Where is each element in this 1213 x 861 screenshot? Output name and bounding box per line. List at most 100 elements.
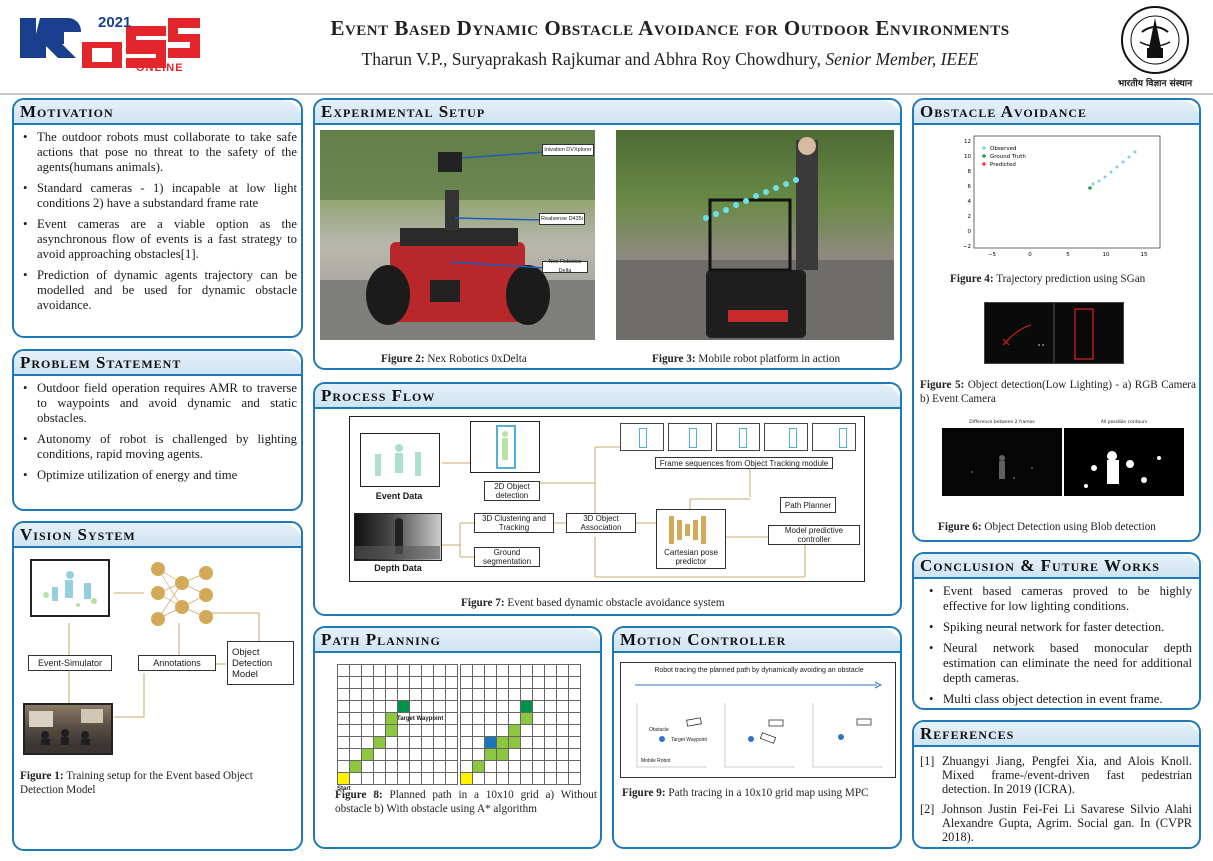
- grid-cell: [509, 713, 521, 725]
- grid-cell: [350, 689, 362, 701]
- mpc-obstacle-3: [838, 734, 844, 740]
- grid-cell: [374, 737, 386, 749]
- grid-cell: [350, 701, 362, 713]
- grid-cell: [350, 773, 362, 785]
- figure-4-caption: Figure 4: Trajectory prediction using SG…: [950, 272, 1199, 286]
- grid-cell: [410, 701, 422, 713]
- grid-cell: [434, 677, 446, 689]
- grid-cell: [362, 737, 374, 749]
- grid-cell: [446, 737, 458, 749]
- grid-cell: [422, 713, 434, 725]
- grid-cell: [545, 665, 557, 677]
- grid-cell: [497, 749, 509, 761]
- grid-cell: [374, 701, 386, 713]
- low-light-detection-graphic: [1002, 303, 1094, 363]
- grid-cell: [521, 773, 533, 785]
- grid-cell: [569, 761, 581, 773]
- grid-cell: [362, 725, 374, 737]
- conclusion-panel: Conclusion & Future Works Event based ca…: [912, 552, 1201, 710]
- process-panel: Process Flow Event Data: [313, 382, 902, 616]
- grid-cell: [545, 689, 557, 701]
- grid-cell: [446, 725, 458, 737]
- grid-cell: [461, 665, 473, 677]
- reference-item: [1]Zhuangyi Jiang, Pengfei Xia, and Aloi…: [920, 754, 1192, 796]
- problem-heading: Problem Statement: [14, 351, 301, 376]
- grid-cell: [434, 725, 446, 737]
- grid-cell: [521, 737, 533, 749]
- grid-cell: [497, 725, 509, 737]
- svg-text:15: 15: [1141, 252, 1148, 258]
- grid-cell: [569, 725, 581, 737]
- vision-arrows: [68, 592, 260, 718]
- frame-bbox: [639, 428, 647, 448]
- grid-cell: [386, 725, 398, 737]
- grid-cell: [362, 701, 374, 713]
- frame-sequence: [620, 423, 860, 453]
- grid-cell: [533, 761, 545, 773]
- blob-detection-figure: Difference between 2 frames All possible…: [928, 420, 1194, 502]
- target-waypoint-label: Target Waypoint: [397, 716, 444, 722]
- grid-cell: [410, 713, 422, 725]
- motivation-list: The outdoor robots must collaborate to t…: [20, 130, 297, 319]
- svg-text:−5: −5: [988, 252, 997, 258]
- grid-cell: [461, 773, 473, 785]
- svg-text:0: 0: [968, 229, 972, 235]
- frame-bbox: [739, 428, 747, 448]
- event-data-image: [360, 433, 440, 487]
- depth-data-label: Depth Data: [374, 563, 422, 573]
- grid-cell: [446, 665, 458, 677]
- grid-cell: [338, 773, 350, 785]
- list-item: Event cameras are a viable option as the…: [20, 217, 297, 262]
- grid-cell: [533, 749, 545, 761]
- grid-cell: [350, 665, 362, 677]
- grid-cell: [509, 689, 521, 701]
- mpc-plot-graphic: [635, 681, 883, 768]
- grid-cell: [374, 725, 386, 737]
- grid-cell: [422, 689, 434, 701]
- grid-cell: [410, 737, 422, 749]
- grid-cell: [533, 725, 545, 737]
- grid-cell: [557, 677, 569, 689]
- frames-label-box: Frame sequences from Object Tracking mod…: [655, 457, 833, 469]
- path-panel: Path Planning Target Waypoint Start Figu…: [313, 626, 602, 849]
- grid-cell: [386, 677, 398, 689]
- grid-cell: [473, 773, 485, 785]
- grid-cell: [569, 665, 581, 677]
- grid-cell: [338, 677, 350, 689]
- grid-cell: [422, 737, 434, 749]
- frame-5: [812, 423, 856, 451]
- grid-cell: [386, 713, 398, 725]
- motion-heading: Motion Controller: [614, 628, 900, 653]
- grid-cell: [374, 749, 386, 761]
- references-panel: References [1]Zhuangyi Jiang, Pengfei Xi…: [912, 720, 1201, 849]
- event-data-label: Event Data: [375, 491, 423, 501]
- caption-text: Planned path in a 10x10 grid a) Without …: [335, 789, 598, 815]
- grid-cell: [410, 761, 422, 773]
- grid-cell: [434, 749, 446, 761]
- frame-4: [764, 423, 808, 451]
- object-detection-model-box: Object Detection Model: [227, 641, 294, 685]
- grid-cell: [434, 737, 446, 749]
- caption-label: Figure 9:: [622, 787, 666, 799]
- reference-text: Zhuangyi Jiang, Pengfei Xia, and Alois K…: [942, 754, 1192, 796]
- svg-text:8: 8: [968, 169, 972, 175]
- event-data-graphic: [375, 444, 421, 476]
- grid-cell: [545, 761, 557, 773]
- grid-cell: [338, 665, 350, 677]
- blob-title-a: Difference between 2 frames: [969, 420, 1035, 425]
- blob-contours-graphic: [1084, 451, 1161, 488]
- motivation-heading: Motivation: [14, 100, 301, 125]
- grid-cell: [521, 665, 533, 677]
- grid-cell: [557, 725, 569, 737]
- caption-text: Trajectory prediction using SGan: [996, 273, 1146, 285]
- grid-cell: [434, 761, 446, 773]
- grid-with-obstacle: [460, 664, 581, 785]
- grid-cell: [410, 689, 422, 701]
- grid-cell: [497, 689, 509, 701]
- svg-text:10: 10: [1103, 252, 1110, 258]
- problem-list: Outdoor field operation requires AMR to …: [20, 381, 297, 489]
- grid-cell: [485, 689, 497, 701]
- list-item: Optimize utilization of energy and time: [20, 468, 297, 483]
- association-box: 3D Object Association: [566, 513, 636, 533]
- frame-2: [668, 423, 712, 451]
